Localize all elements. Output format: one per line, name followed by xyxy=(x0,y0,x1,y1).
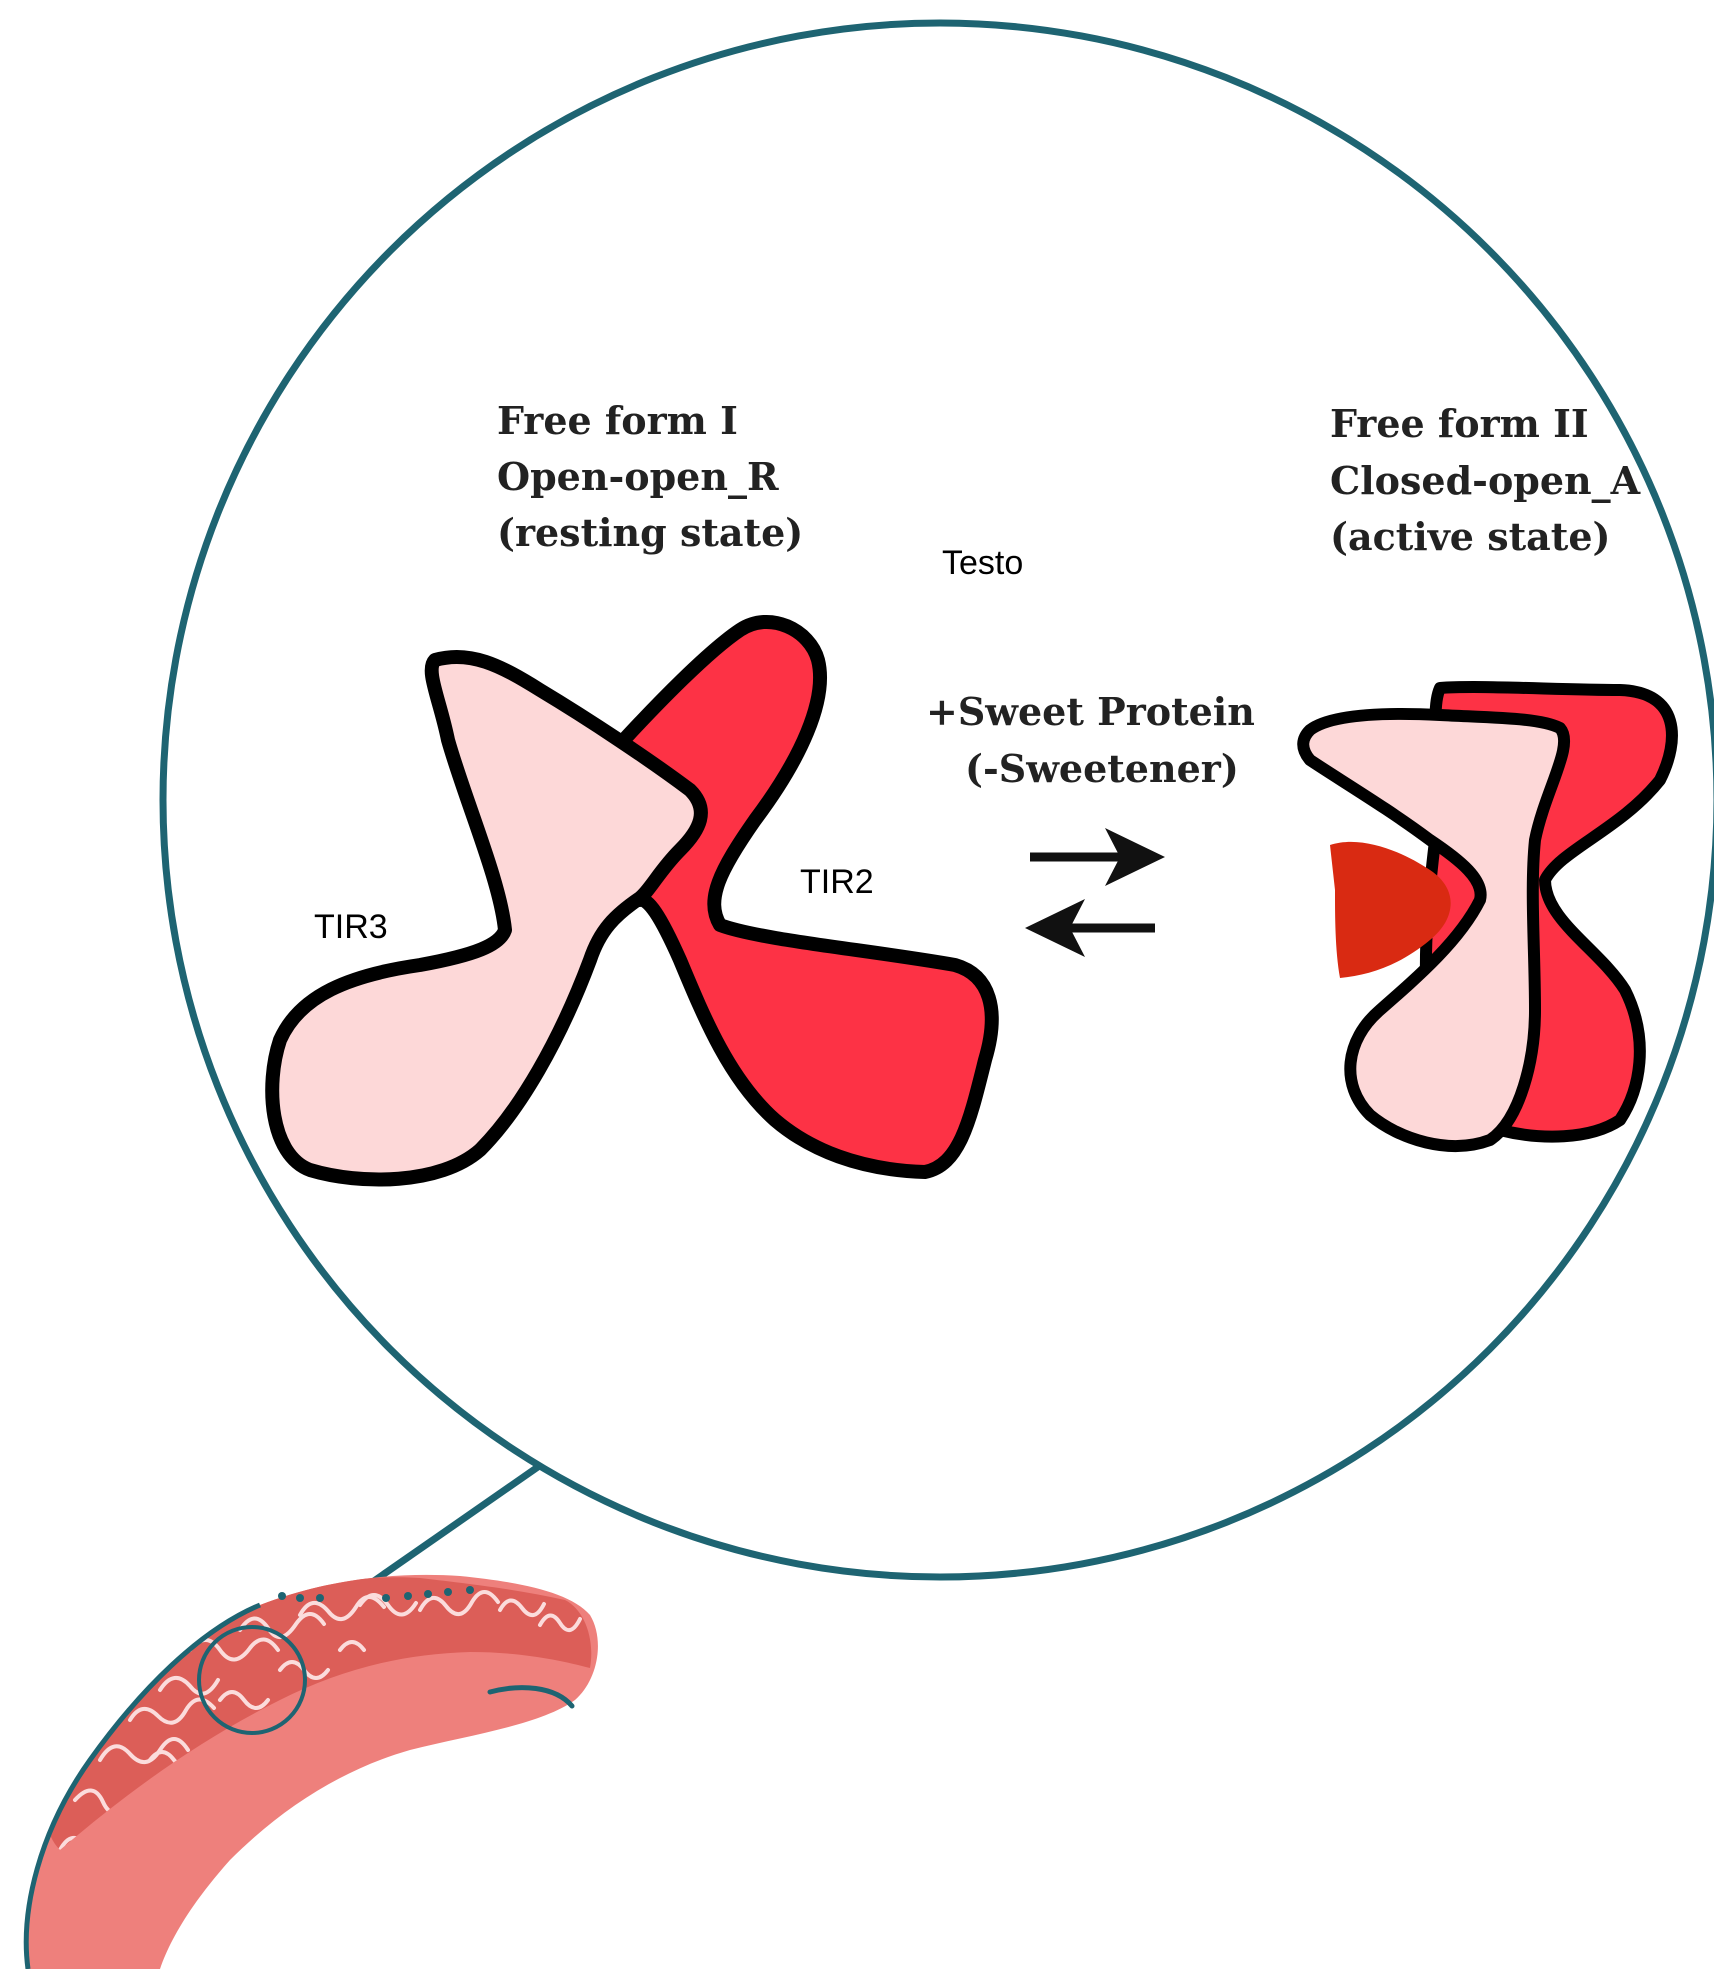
tongue-illustration xyxy=(20,1575,598,1969)
magnified-view: Free form I Open-open_R (resting state) … xyxy=(163,20,1714,1580)
tir2-label: TIR2 xyxy=(800,863,874,901)
form2-state: (active state) xyxy=(1330,514,1611,559)
form1-conformation: Open-open_R xyxy=(497,454,779,499)
form1-title: Free form I xyxy=(497,398,738,443)
form2-title: Free form II xyxy=(1330,401,1589,446)
testo-label: Testo xyxy=(942,544,1023,582)
form1-state: (resting state) xyxy=(497,510,803,555)
sweetener-label: (-Sweetener) xyxy=(965,746,1239,791)
form2-conformation: Closed-open_A xyxy=(1330,458,1641,503)
tir3-label: TIR3 xyxy=(314,908,388,946)
sweet-protein-label: +Sweet Protein xyxy=(926,689,1255,734)
